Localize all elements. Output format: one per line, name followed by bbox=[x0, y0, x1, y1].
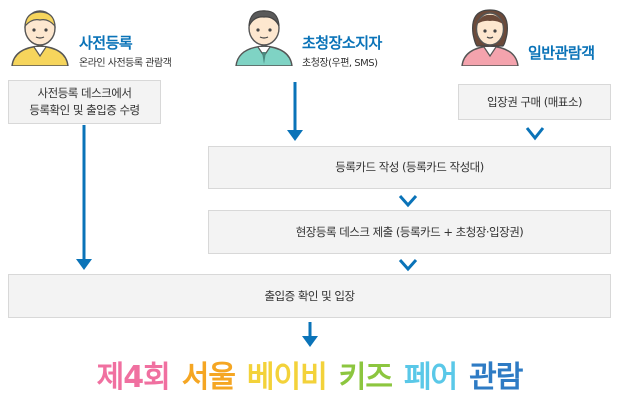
arrow-card-to-desk bbox=[398, 195, 418, 208]
general-visitor-person-icon bbox=[461, 9, 519, 66]
entry-box: 출입증 확인 및 입장 bbox=[8, 274, 611, 318]
registration-card-box: 등록카드 작성 (등록카드 작성대) bbox=[208, 146, 611, 189]
preregister-person-icon bbox=[11, 10, 69, 66]
arrow-desk-to-entry bbox=[398, 259, 418, 272]
persona-title-preregister: 사전등록 bbox=[79, 34, 133, 52]
final-title-word-3: 베이비 bbox=[246, 360, 328, 395]
preregister-desk-line-1: 사전등록 데스크에서 bbox=[37, 86, 132, 100]
persona-subtitle-preregister: 온라인 사전등록 관람객 bbox=[79, 58, 172, 69]
ticket-purchase-box: 입장권 구매 (매표소) bbox=[458, 84, 611, 120]
arrow-ticket-to-card bbox=[525, 127, 545, 141]
preregister-desk-line-2: 등록확인 및 출입증 수령 bbox=[29, 103, 140, 117]
final-title-word-6: 관람 bbox=[469, 360, 523, 395]
final-title-word-2: 서울 bbox=[181, 360, 236, 395]
arrow-preregister-to-entry bbox=[76, 125, 92, 270]
persona-title-invitation: 초청장소지자 bbox=[302, 34, 382, 52]
invitation-holder-person-icon bbox=[235, 10, 293, 66]
final-title-word-4: 키즈 bbox=[338, 360, 393, 395]
persona-title-general: 일반관람객 bbox=[528, 44, 595, 62]
final-title-word-5: 페어 bbox=[403, 360, 458, 395]
preregister-desk-box: 사전등록 데스크에서 등록확인 및 출입증 수령 bbox=[8, 80, 161, 124]
arrow-invitation-to-card bbox=[287, 82, 303, 141]
final-title: 제4회 서울 베이비 키즈 페어 관람 bbox=[0, 352, 619, 396]
arrow-entry-to-final bbox=[302, 322, 318, 347]
persona-subtitle-invitation: 초청장(우편, SMS) bbox=[302, 58, 378, 69]
final-title-word-1: 제4회 bbox=[96, 360, 171, 395]
onsite-desk-box: 현장등록 데스크 제출 (등록카드 + 초청장·입장권) bbox=[208, 210, 611, 254]
